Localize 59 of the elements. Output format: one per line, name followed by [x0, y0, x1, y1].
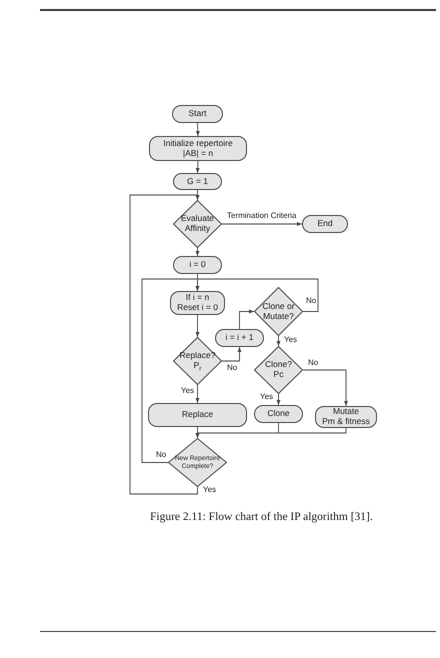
step-text: Pm & fitness [322, 417, 370, 427]
flow-arrow [196, 278, 318, 312]
figure-caption: Figure 2.11: Flow chart of the IP algorithm [31]. [150, 511, 373, 523]
flow-arrow [222, 346, 242, 362]
flow-arrow [196, 160, 200, 174]
edge-label: Termination Criteria [226, 212, 298, 220]
decision-diamond [168, 438, 227, 487]
decision-text: Evaluate Affinity [180, 214, 216, 234]
flow-arrow [222, 222, 302, 226]
step-text: Initialize repertoire [163, 138, 233, 148]
flow-arrow [196, 428, 346, 438]
flow-arrow [196, 314, 200, 338]
decision-text: Pc [272, 370, 284, 380]
step-text: Mutate [333, 407, 359, 417]
flow-arrow [196, 122, 200, 136]
step-text: Replace [182, 410, 214, 420]
decision-diamond [254, 287, 303, 336]
flow-arrow [239, 310, 254, 330]
edge-label: Yes [180, 387, 196, 395]
flow-arrow [196, 384, 200, 404]
terminal-box [172, 105, 223, 123]
decision-diamond [173, 200, 222, 248]
step-text: If i = n [186, 293, 210, 303]
flow-arrow [276, 336, 280, 346]
edge-label: Yes [283, 336, 298, 344]
decision-text: P$_{r}$ [192, 361, 202, 371]
flow-arrow [130, 194, 200, 494]
edge-label: No [307, 359, 320, 367]
edge-label: Yes [259, 393, 274, 401]
decision-diamond [173, 337, 222, 385]
step-text: End [317, 219, 333, 229]
decision-text: Replace? [178, 351, 216, 361]
edge-label: Yes [202, 486, 218, 494]
process-box [170, 291, 225, 315]
process-box [148, 403, 247, 427]
step-text: |AB| = n [182, 148, 214, 158]
process-box [254, 405, 303, 423]
step-text: i = i + 1 [226, 333, 254, 343]
edge-label: No [226, 364, 238, 372]
process-box [173, 256, 222, 274]
terminal-box [302, 215, 348, 233]
step-text: Clone [267, 409, 290, 419]
step-text: Start [188, 109, 206, 119]
process-box [215, 329, 264, 347]
step-text: G = 1 [186, 176, 208, 186]
flow-arrow [302, 370, 348, 406]
step-text: i = 0 [189, 260, 206, 270]
flow-arrow [276, 394, 280, 406]
edge-label: No [305, 297, 318, 305]
flow-arrow [196, 248, 200, 256]
decision-diamond [254, 346, 303, 394]
flow-arrow [142, 278, 200, 463]
process-box [315, 406, 377, 428]
process-box [149, 136, 247, 161]
process-box [173, 173, 222, 190]
edge-label: No [155, 451, 168, 459]
decision-text: Clone or Mutate? [261, 302, 296, 322]
step-text: Reset i = 0 [177, 303, 218, 313]
decision-text: Clone? [264, 360, 293, 370]
